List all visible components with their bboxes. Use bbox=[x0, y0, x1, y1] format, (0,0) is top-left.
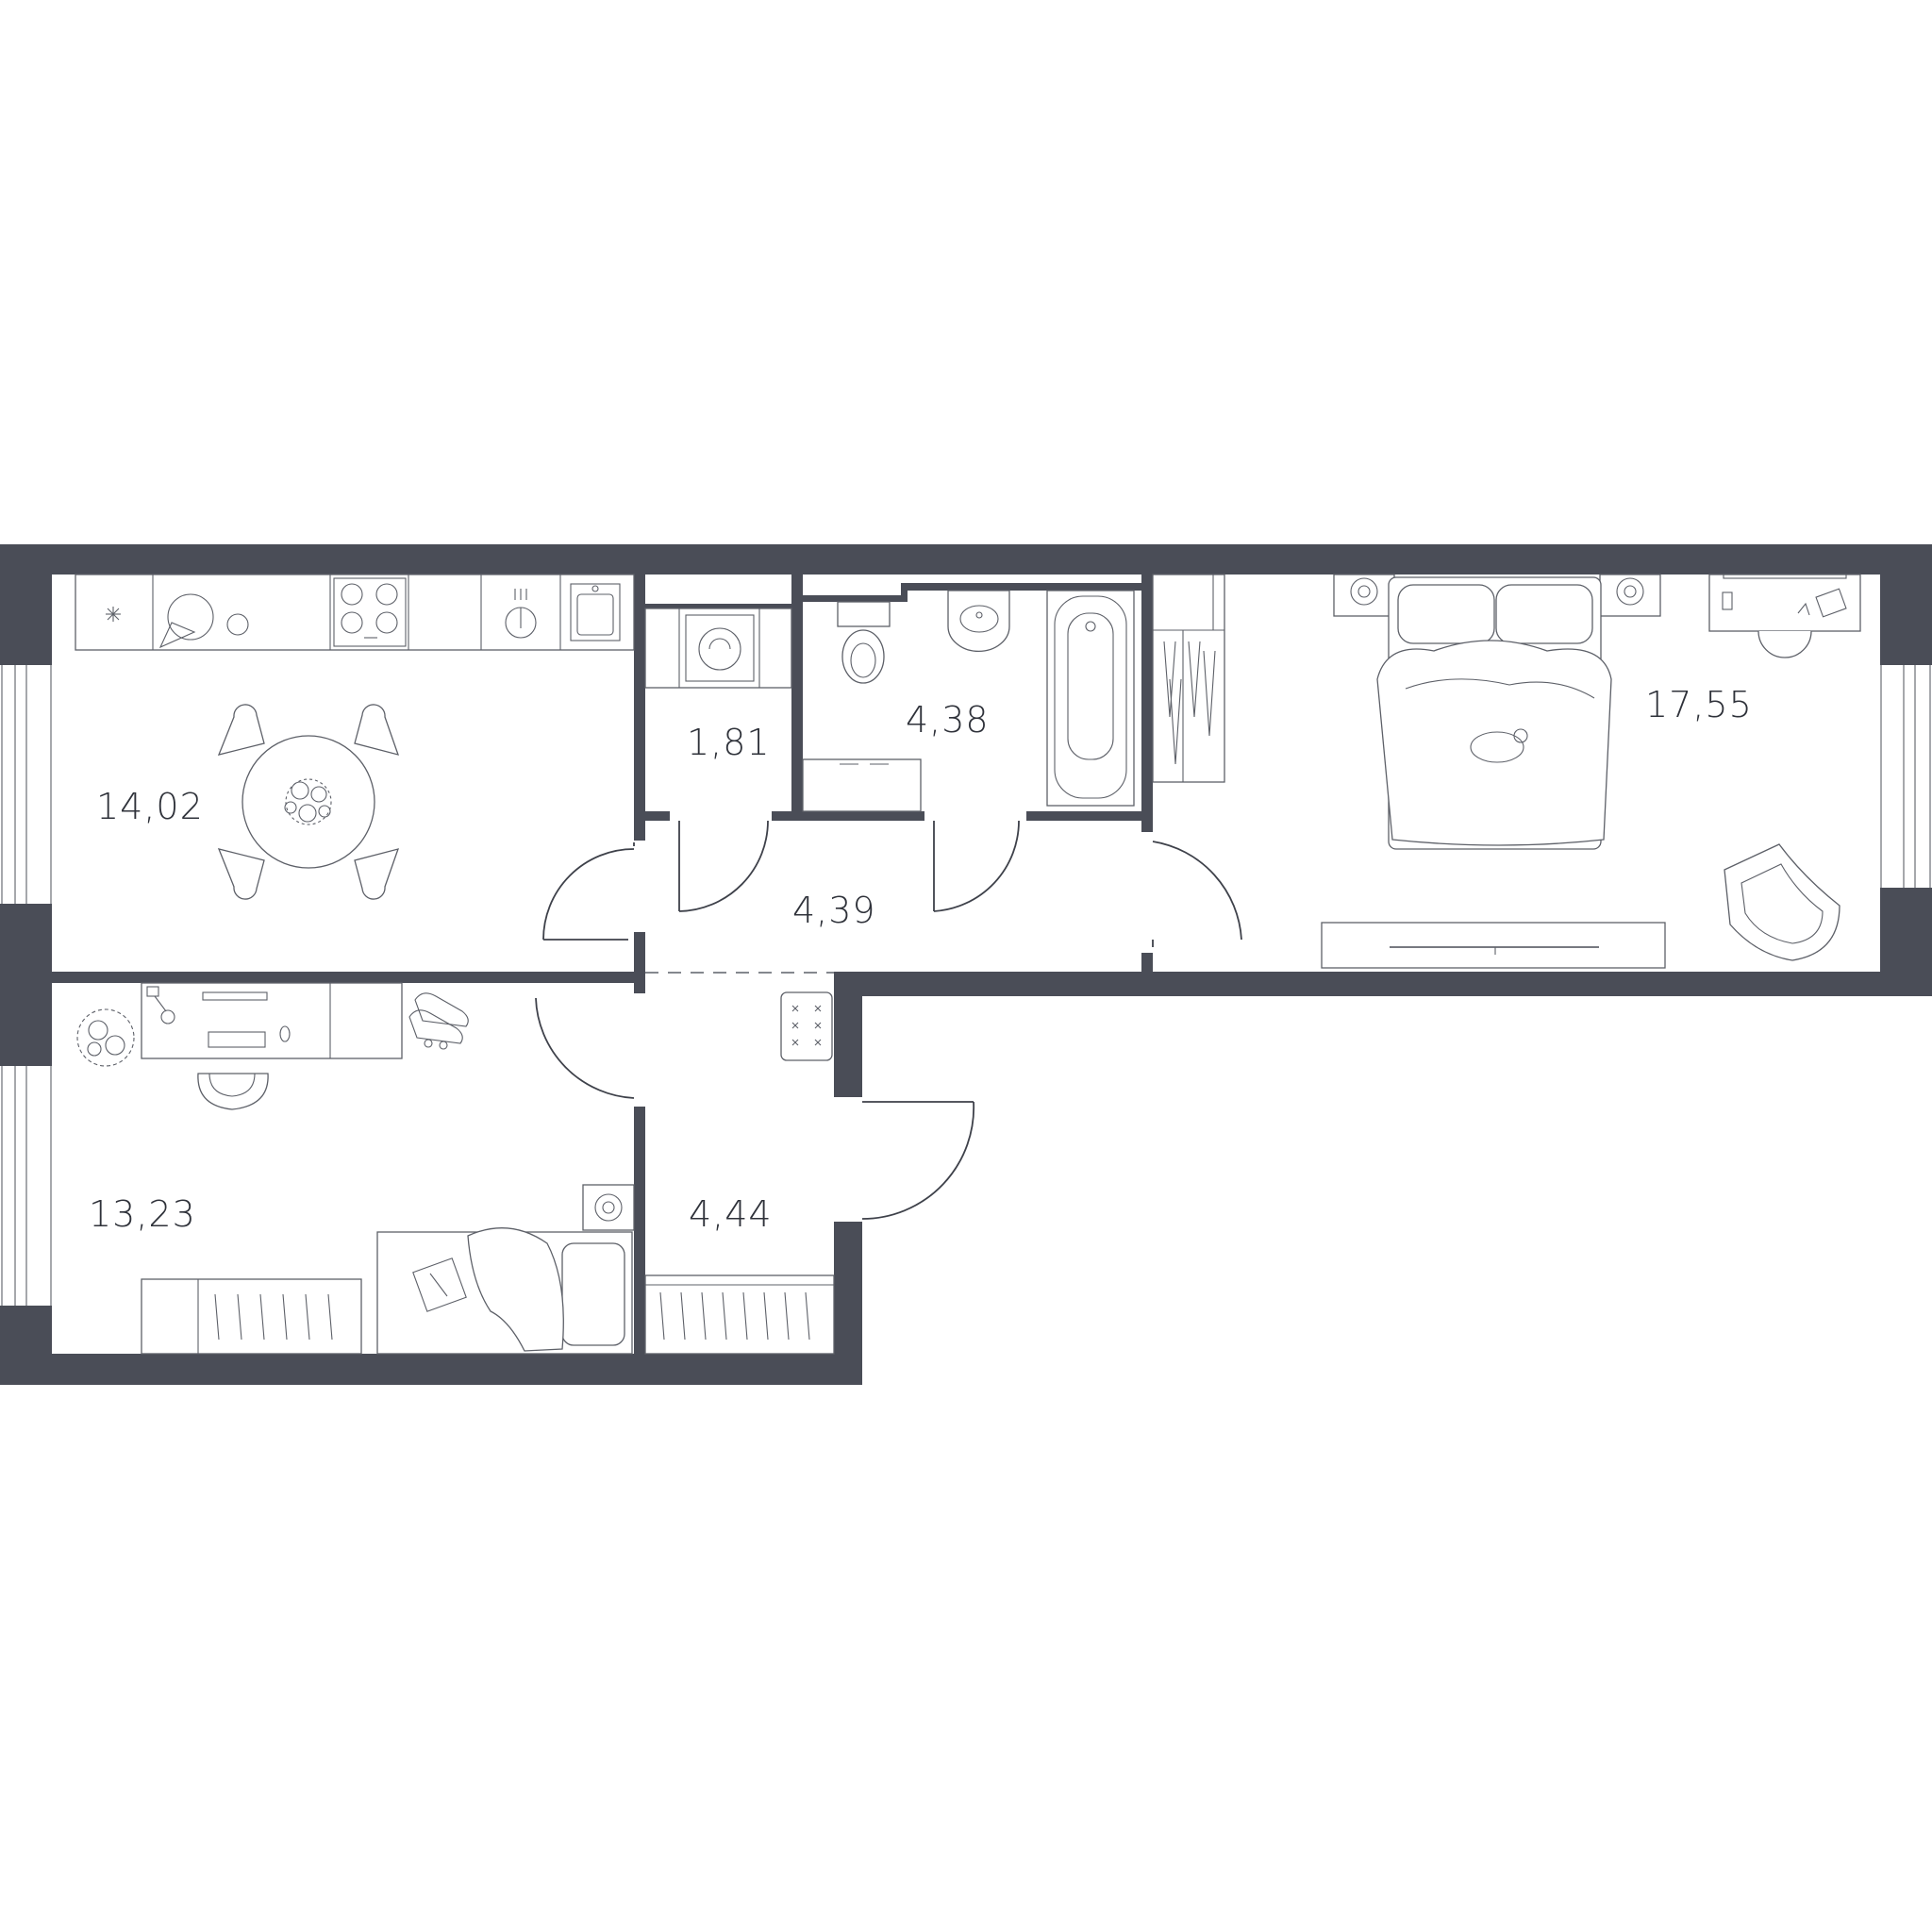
snowflake-icon bbox=[106, 607, 121, 622]
bedroom-furniture bbox=[1152, 574, 1861, 969]
windows bbox=[0, 665, 1932, 1306]
window-study bbox=[0, 1066, 52, 1306]
nightstand-right bbox=[1599, 574, 1661, 617]
door-bathroom bbox=[933, 820, 1020, 912]
kitchen-furniture bbox=[75, 574, 635, 900]
pizza-icon bbox=[158, 593, 214, 649]
hall-wardrobe bbox=[644, 1274, 835, 1355]
rollerskates-icon bbox=[408, 992, 469, 1050]
desk bbox=[1708, 574, 1861, 658]
door-bedroom bbox=[1152, 841, 1242, 947]
bathroom-furniture bbox=[802, 590, 1135, 812]
mat-icon bbox=[780, 991, 833, 1061]
area-kitchen: 14,02 bbox=[96, 786, 204, 827]
sink-icon bbox=[570, 583, 621, 641]
toilet-icon bbox=[837, 601, 891, 684]
office-chair bbox=[197, 1073, 269, 1110]
bathtub-icon bbox=[1046, 590, 1135, 807]
hall-furniture bbox=[644, 991, 835, 1355]
basin-icon bbox=[947, 590, 1010, 653]
window-kitchen bbox=[0, 665, 52, 904]
plant-icon bbox=[284, 778, 332, 825]
cat-icon bbox=[1470, 728, 1528, 763]
door-laundry bbox=[678, 820, 769, 912]
room-labels: 14,02 1,81 4,38 17,55 4,39 13,23 4,44 bbox=[89, 684, 1753, 1235]
area-laundry: 1,81 bbox=[687, 722, 771, 763]
nightstand-left bbox=[1333, 574, 1395, 617]
bath-cabinet bbox=[802, 758, 922, 812]
plant-pot-icon bbox=[76, 1008, 135, 1067]
area-corridor: 4,39 bbox=[792, 890, 876, 931]
area-hall: 4,44 bbox=[689, 1193, 773, 1235]
work-desk bbox=[141, 982, 403, 1059]
hob-icon bbox=[333, 577, 407, 647]
chair-icon bbox=[217, 704, 400, 900]
study-wardrobe bbox=[141, 1278, 362, 1355]
bed bbox=[1376, 576, 1612, 850]
washing-machine-icon bbox=[685, 614, 755, 682]
area-study: 13,23 bbox=[89, 1193, 196, 1235]
door-study bbox=[535, 997, 635, 1099]
dining-table bbox=[217, 704, 400, 900]
nightstand-study bbox=[582, 1184, 635, 1231]
study-furniture bbox=[76, 982, 635, 1355]
laundry-furniture bbox=[644, 608, 792, 689]
cup-icon bbox=[226, 613, 249, 636]
tap-icon bbox=[505, 589, 537, 639]
area-bathroom: 4,38 bbox=[906, 699, 990, 741]
window-bedroom bbox=[1880, 665, 1932, 888]
wardrobe bbox=[1152, 574, 1225, 783]
walls bbox=[0, 544, 1932, 1385]
door-entrance bbox=[861, 1101, 975, 1220]
door-kitchen bbox=[542, 842, 635, 941]
armchair bbox=[1724, 843, 1840, 961]
study-bed bbox=[376, 1227, 633, 1355]
area-bedroom: 17,55 bbox=[1645, 684, 1753, 725]
doors bbox=[535, 820, 1242, 1220]
tv-unit bbox=[1321, 922, 1666, 969]
